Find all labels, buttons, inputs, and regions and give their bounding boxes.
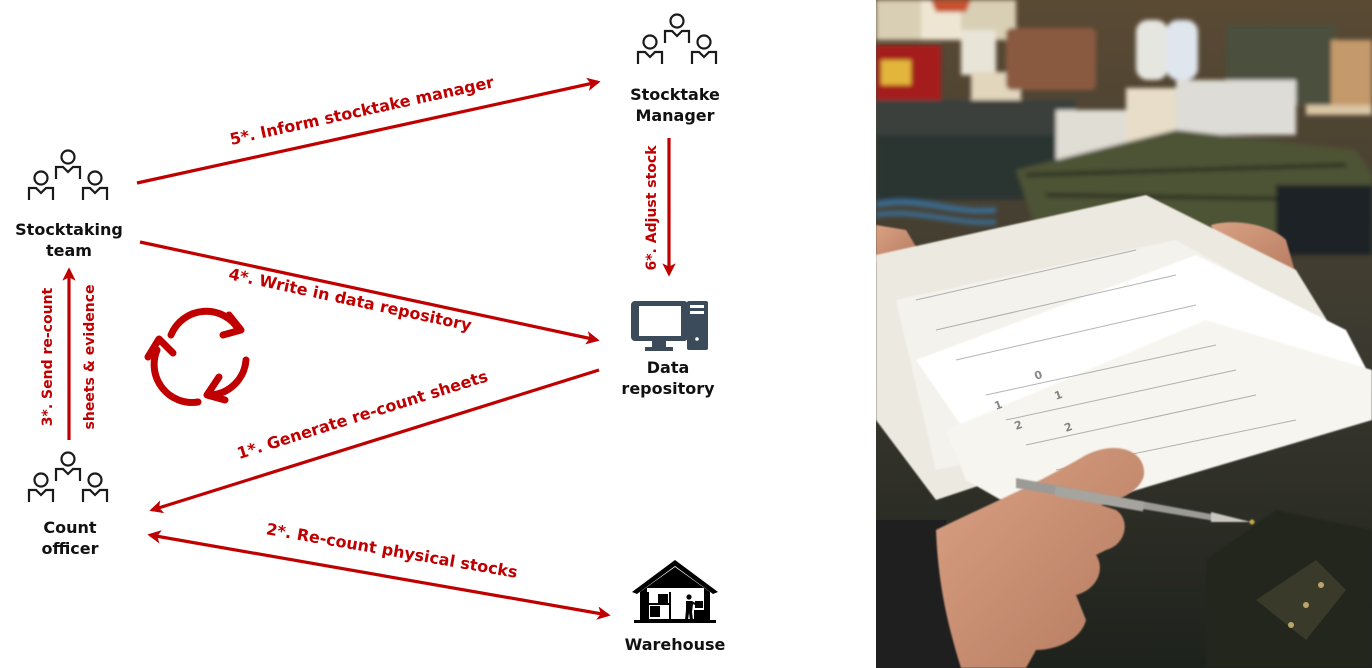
edge-label-step2: 2*. Re-count physical stocks (265, 519, 519, 582)
edge-label-step3-line2: sheets & evidence (82, 285, 98, 430)
edge-step1: 1*. Generate re-count sheets (149, 367, 600, 514)
edge-label-step3-line1: 3*. Send re-count (40, 287, 56, 426)
people-group-icon (29, 453, 107, 503)
svg-text:1: 1 (993, 398, 1005, 413)
edge-step5: 5*. Inform stocktake manager (136, 72, 601, 185)
people-group-icon (29, 151, 107, 201)
arrow-step4 (139, 240, 600, 345)
node-label-data-repository: Data repository (621, 358, 715, 398)
arrow-step5 (136, 77, 601, 185)
arrow-step1 (149, 368, 600, 514)
node-label-stocktake-manager: Stocktake Manager (630, 85, 720, 125)
node-label-warehouse: Warehouse (624, 635, 726, 654)
edge-step4: 4*. Write in data repository (139, 240, 600, 345)
edge-label-step5: 5*. Inform stocktake manager (228, 72, 496, 149)
svg-text:2: 2 (1063, 420, 1075, 435)
desktop-computer-icon (631, 301, 708, 351)
workshop-photo: 1 2 0 1 2 (876, 0, 1372, 668)
edge-step3: 3*. Send re-count sheets & evidence (40, 267, 98, 440)
edge-step2: 2*. Re-count physical stocks (147, 519, 611, 620)
photo-illustration: 1 2 0 1 2 (876, 0, 1372, 668)
arrow-step2 (147, 530, 611, 620)
warehouse-icon (632, 560, 718, 623)
svg-text:2: 2 (1013, 418, 1025, 433)
people-group-icon (638, 15, 716, 65)
node-label-stocktaking-team: Stocktaking team (15, 220, 123, 260)
edge-label-step4: 4*. Write in data repository (227, 264, 474, 335)
edge-step6: 6*. Adjust stock (644, 138, 676, 277)
svg-text:0: 0 (1033, 368, 1045, 383)
edge-label-step6: 6*. Adjust stock (644, 145, 660, 271)
node-label-count-officer: Count officer (41, 518, 99, 558)
svg-text:1: 1 (1053, 388, 1065, 403)
cycle-arrows-icon (144, 307, 250, 406)
